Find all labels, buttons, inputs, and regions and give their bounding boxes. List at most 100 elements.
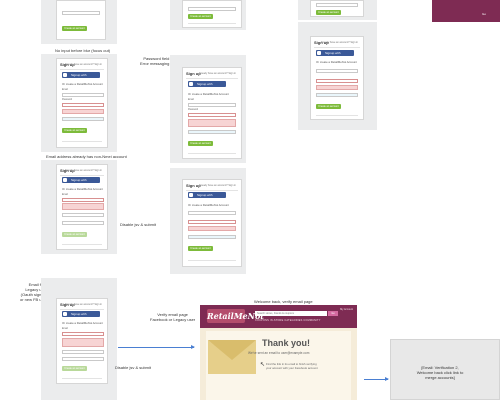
or-create-label: Or create a RetailMeNot Account — [62, 187, 103, 191]
email-field[interactable] — [188, 103, 236, 107]
confirm-field[interactable] — [188, 7, 236, 11]
or-create-label: Or create a RetailMeNot Account — [62, 82, 103, 86]
note-disable-left: Disable jsv & submit — [120, 222, 157, 227]
form-footer — [62, 378, 102, 381]
confirm-field[interactable] — [62, 117, 104, 121]
password-error — [316, 85, 358, 90]
email-label: Email — [188, 99, 194, 101]
note-welcome: Welcome back, verify email page — [254, 299, 313, 304]
email-label: Email — [62, 89, 68, 91]
site-search-button[interactable]: Go — [328, 311, 338, 316]
email-field[interactable] — [316, 69, 358, 73]
form-footer — [316, 115, 358, 118]
password-error — [62, 109, 104, 114]
facebook-signup-button[interactable]: Signup with Facebook — [62, 177, 100, 188]
facebook-signup-button[interactable]: Signup with Facebook — [188, 81, 226, 92]
email-field[interactable] — [62, 93, 104, 97]
facebook-icon — [317, 51, 321, 55]
password-label: Password — [188, 109, 199, 111]
facebook-signup-button[interactable]: Signup with Facebook — [188, 192, 226, 203]
thank-you-page: RetailMeNot Search stores, brands & coup… — [200, 305, 357, 400]
facebook-signup-button[interactable]: Signup with Facebook — [62, 311, 100, 322]
create-account-button[interactable]: Create an account — [62, 232, 87, 237]
site-preview-text: Go — [482, 12, 487, 16]
confirm-field[interactable] — [316, 93, 358, 97]
confirm-field[interactable] — [316, 3, 358, 7]
note-disable-bottom: Disable jsv & submit — [115, 365, 152, 370]
card-top-right: Create an account — [310, 0, 364, 17]
confirm-field[interactable] — [188, 130, 236, 134]
facebook-icon — [189, 82, 193, 86]
password-error — [188, 119, 236, 127]
form-footer — [188, 23, 236, 26]
note-pw-field: Password field Error messaging — [140, 56, 170, 66]
email-field[interactable] — [188, 211, 236, 215]
create-account-button[interactable]: Create an account — [188, 14, 213, 19]
create-account-button[interactable]: Create an account — [316, 104, 341, 109]
site-logo[interactable]: RetailMeNot — [207, 309, 264, 323]
create-account-button[interactable]: Create an account — [316, 10, 341, 15]
site-nav: RetailMeNot Search stores, brands & coup… — [200, 305, 357, 328]
site-menu[interactable]: COUPONS IN-STORE CATEGORIES COMMUNITY — [255, 319, 321, 322]
or-create-label: Or create a RetailMeNot Account — [188, 92, 229, 96]
flow-arrow-2 — [364, 377, 389, 381]
note-verify: Verify email page Facebook or Legacy use… — [150, 312, 196, 322]
facebook-signup-button[interactable]: Signup with Facebook — [316, 50, 354, 61]
form-footer — [62, 141, 102, 144]
create-account-button[interactable]: Create an account — [188, 141, 213, 146]
password-field[interactable] — [188, 113, 236, 117]
or-create-label: Or create a RetailMeNot Account — [62, 321, 103, 325]
confirm-field[interactable] — [62, 221, 104, 225]
site-preview-corner: Go — [432, 0, 500, 22]
form-footer — [62, 244, 102, 247]
password-field[interactable] — [62, 103, 104, 107]
email-field[interactable] — [62, 11, 100, 15]
create-account-button[interactable]: Create an account — [62, 366, 87, 371]
facebook-icon — [63, 73, 67, 77]
form-footer — [188, 153, 236, 156]
create-account-button[interactable]: Create an account — [62, 128, 87, 133]
create-account-button[interactable]: Create an account — [62, 26, 87, 31]
email-exists-error — [62, 203, 104, 210]
card-top-left: Create an account — [56, 0, 106, 40]
thank-you-title: Thank you! — [262, 338, 311, 348]
email-sent-message: We've sent an email to user@example.com — [248, 351, 310, 355]
facebook-signup-button[interactable]: Signup with Facebook — [62, 72, 100, 83]
confirm-field[interactable] — [62, 357, 104, 361]
card-top-mid: Create an account — [182, 0, 242, 28]
password-field[interactable] — [316, 79, 358, 83]
flow-arrow-1 — [118, 345, 195, 349]
email-field[interactable] — [62, 332, 104, 336]
email-verification-text: [Email: Verification 2, Welcome back cli… — [416, 365, 464, 380]
email-field[interactable] — [62, 198, 104, 202]
form-footer — [188, 260, 236, 263]
or-create-label: Or create a RetailMeNot Account — [188, 203, 229, 207]
site-search-input[interactable]: Search stores, brands & coupons — [255, 311, 327, 316]
password-field[interactable] — [62, 213, 104, 217]
note-no-input-left: No input before blur (focus out) — [55, 48, 111, 53]
password-field[interactable] — [62, 350, 104, 354]
email-label: Email — [62, 328, 68, 330]
fb-associated-error — [62, 338, 104, 347]
password-field[interactable] — [188, 220, 236, 224]
site-account-link[interactable]: My Account — [340, 308, 353, 311]
password-error — [188, 226, 236, 231]
create-account-button[interactable]: Create an account — [188, 246, 213, 251]
password-label: Password — [62, 99, 73, 101]
email-label: Email — [62, 194, 68, 196]
facebook-icon — [63, 178, 67, 182]
or-create-label: Or create a RetailMeNot Account — [316, 60, 357, 64]
confirm-field[interactable] — [188, 235, 236, 239]
